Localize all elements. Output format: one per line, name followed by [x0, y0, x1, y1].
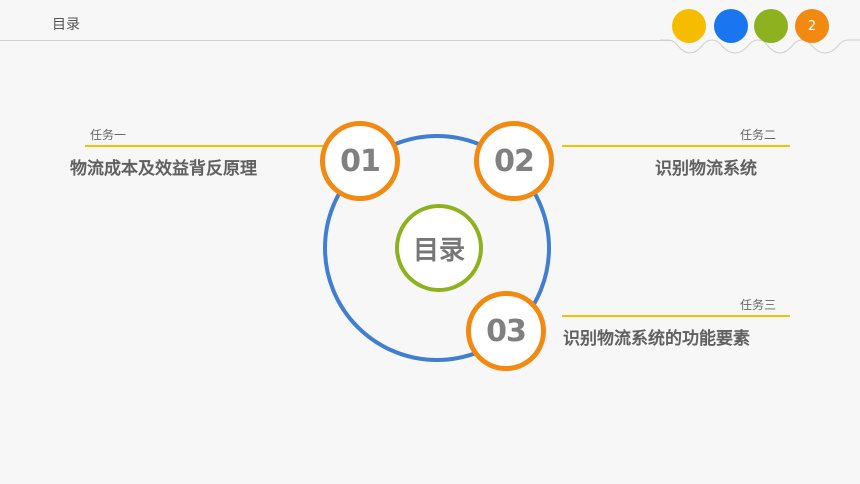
center-circle: 目录 [395, 204, 483, 292]
number-01: 01 [340, 143, 381, 179]
yellow-dot [672, 9, 706, 43]
center-label: 目录 [412, 235, 465, 266]
number-03: 03 [486, 313, 527, 349]
header-divider [0, 40, 670, 41]
green-dot [754, 9, 788, 43]
task-line-2 [562, 145, 790, 147]
task-label-2: 任务二 [740, 128, 777, 142]
number-02: 02 [494, 143, 535, 179]
task-line-3 [562, 315, 790, 317]
number-circle-02[interactable]: 02 [474, 121, 554, 201]
number-circle-01[interactable]: 01 [320, 121, 400, 201]
page-number: 2 [807, 18, 817, 34]
page-number-badge: 2 [795, 9, 829, 43]
header-decoration [660, 9, 860, 54]
task-label-1: 任务一 [90, 128, 127, 142]
task-title-3[interactable]: 识别物流系统的功能要素 [563, 329, 750, 349]
task-line-1 [85, 145, 325, 147]
task-title-2[interactable]: 识别物流系统 [655, 159, 757, 179]
number-circle-03[interactable]: 03 [466, 291, 546, 371]
blue-dot [714, 9, 748, 43]
header-title: 目录 [52, 17, 80, 33]
task-title-1[interactable]: 物流成本及效益背反原理 [70, 159, 257, 179]
task-label-3: 任务三 [740, 298, 777, 312]
